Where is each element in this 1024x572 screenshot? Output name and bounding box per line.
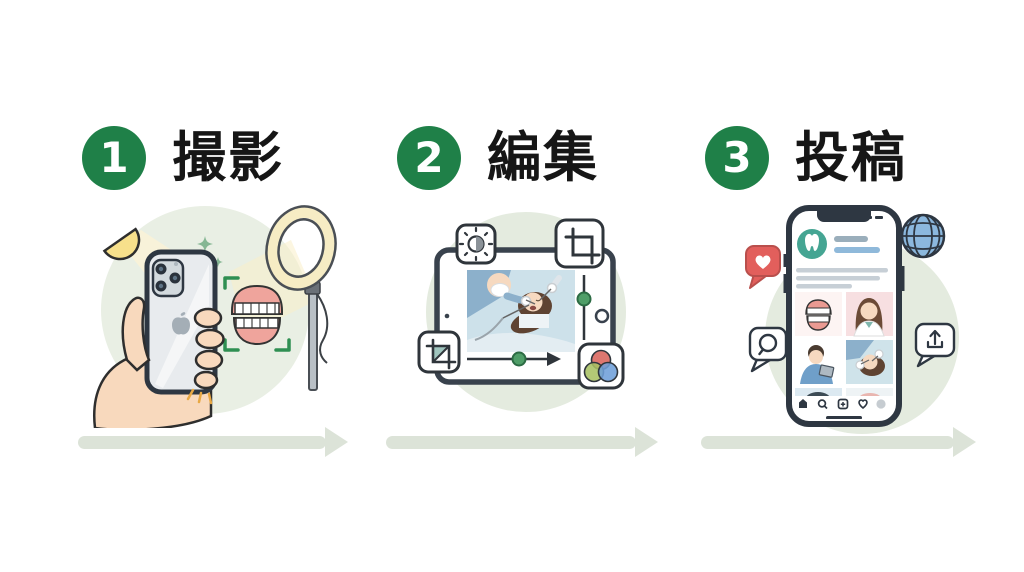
post-treatment	[846, 340, 893, 384]
post-staff-tablet	[795, 340, 842, 384]
illustration-posting	[745, 205, 959, 434]
home-icon	[799, 399, 807, 408]
illustration-editing	[417, 212, 626, 412]
hand-fingers	[121, 296, 225, 390]
brightness-icon	[455, 223, 497, 265]
home-button-icon	[594, 308, 610, 324]
profile-icon	[876, 399, 886, 409]
like-bubble-icon	[745, 245, 781, 289]
heart-icon	[858, 399, 868, 410]
dentures-icon	[231, 284, 283, 346]
step-1-header: 1 撮影	[82, 126, 284, 190]
apple-logo-icon	[172, 312, 190, 335]
horizontal-slider	[467, 351, 561, 367]
step-3-title: 投稿	[795, 126, 907, 189]
search-icon	[817, 399, 828, 410]
post-doctor	[846, 292, 893, 337]
illustration-photography	[93, 205, 337, 428]
sparkle-icon	[197, 236, 223, 267]
comment-bubble-icon	[748, 326, 788, 373]
rgb-circles-icon	[577, 342, 625, 390]
ring-light-icon	[265, 205, 337, 391]
post-dentures	[795, 292, 842, 336]
vertical-slider	[576, 275, 592, 340]
desk-lamp-icon	[102, 227, 141, 261]
crop-icon	[554, 218, 605, 269]
add-post-icon	[837, 398, 849, 410]
shutter-sparks	[186, 388, 213, 405]
home-indicator	[826, 416, 862, 419]
upload-icon	[926, 329, 944, 349]
flow-arrow-1	[78, 427, 348, 457]
username-line	[834, 236, 868, 242]
step-2-title: 編集	[487, 126, 599, 189]
globe-icon	[900, 213, 946, 259]
step-2-number-badge: 2	[397, 126, 461, 190]
step-2-header: 2 編集	[397, 126, 599, 190]
dental-photo	[467, 270, 575, 352]
step-1-number-badge: 1	[82, 126, 146, 190]
step-3-number-badge: 3	[705, 126, 769, 190]
flow-arrow-3	[701, 427, 976, 457]
bio-lines	[796, 268, 888, 289]
notch	[817, 211, 871, 222]
flow-arrow-2	[386, 427, 658, 457]
share-bubble-icon	[914, 322, 956, 368]
crop-diagonal-icon	[417, 330, 461, 374]
social-feed-screen	[794, 216, 894, 419]
subtitle-line	[834, 247, 880, 253]
step-3-header: 3 投稿	[705, 126, 907, 190]
step-1-title: 撮影	[172, 126, 284, 189]
